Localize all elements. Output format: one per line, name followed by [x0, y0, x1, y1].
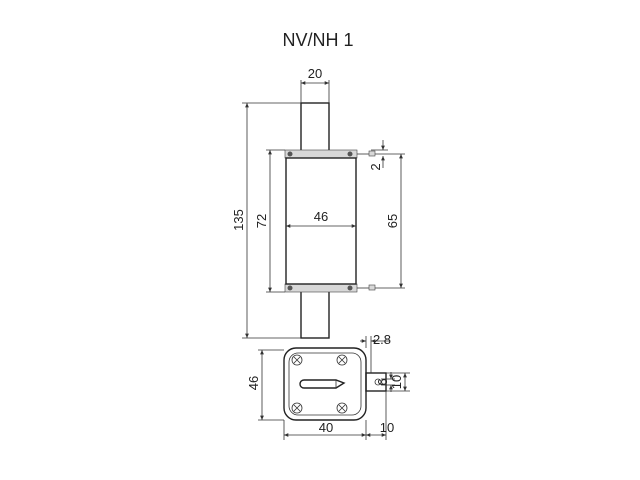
dim-top-width: 2.8 — [373, 332, 391, 347]
dim-body-height: 72 — [254, 214, 269, 228]
screw-icon — [291, 354, 303, 366]
dim-base-width: 40 — [319, 420, 333, 435]
dim-tab-slot: 6 — [375, 378, 390, 385]
drawing-title: NV/NH 1 — [282, 30, 353, 50]
dim-total-height: 135 — [231, 209, 246, 231]
dim-gap: 2 — [368, 163, 383, 170]
dim-tab-height: 10 — [389, 375, 404, 389]
bottom-contact-plate — [284, 283, 358, 293]
top-contact-plate — [284, 149, 358, 159]
dim-blade-width: 20 — [308, 66, 322, 81]
bottom-view: 2.8 46 40 10 6 10 — [246, 332, 410, 440]
grip-handle — [299, 379, 346, 389]
bottom-blade — [300, 289, 330, 339]
contact-tab — [365, 372, 387, 392]
fuse-body — [285, 157, 357, 285]
screw-icon — [291, 402, 303, 414]
dim-base-height: 46 — [246, 376, 261, 390]
screw-icon — [336, 354, 348, 366]
front-view: 20 135 72 46 65 2 — [231, 66, 405, 339]
dim-body-width: 46 — [314, 209, 328, 224]
screw-icon — [336, 402, 348, 414]
dim-contact-height: 65 — [385, 214, 400, 228]
top-blade — [300, 102, 330, 152]
dim-tab-width: 10 — [380, 420, 394, 435]
